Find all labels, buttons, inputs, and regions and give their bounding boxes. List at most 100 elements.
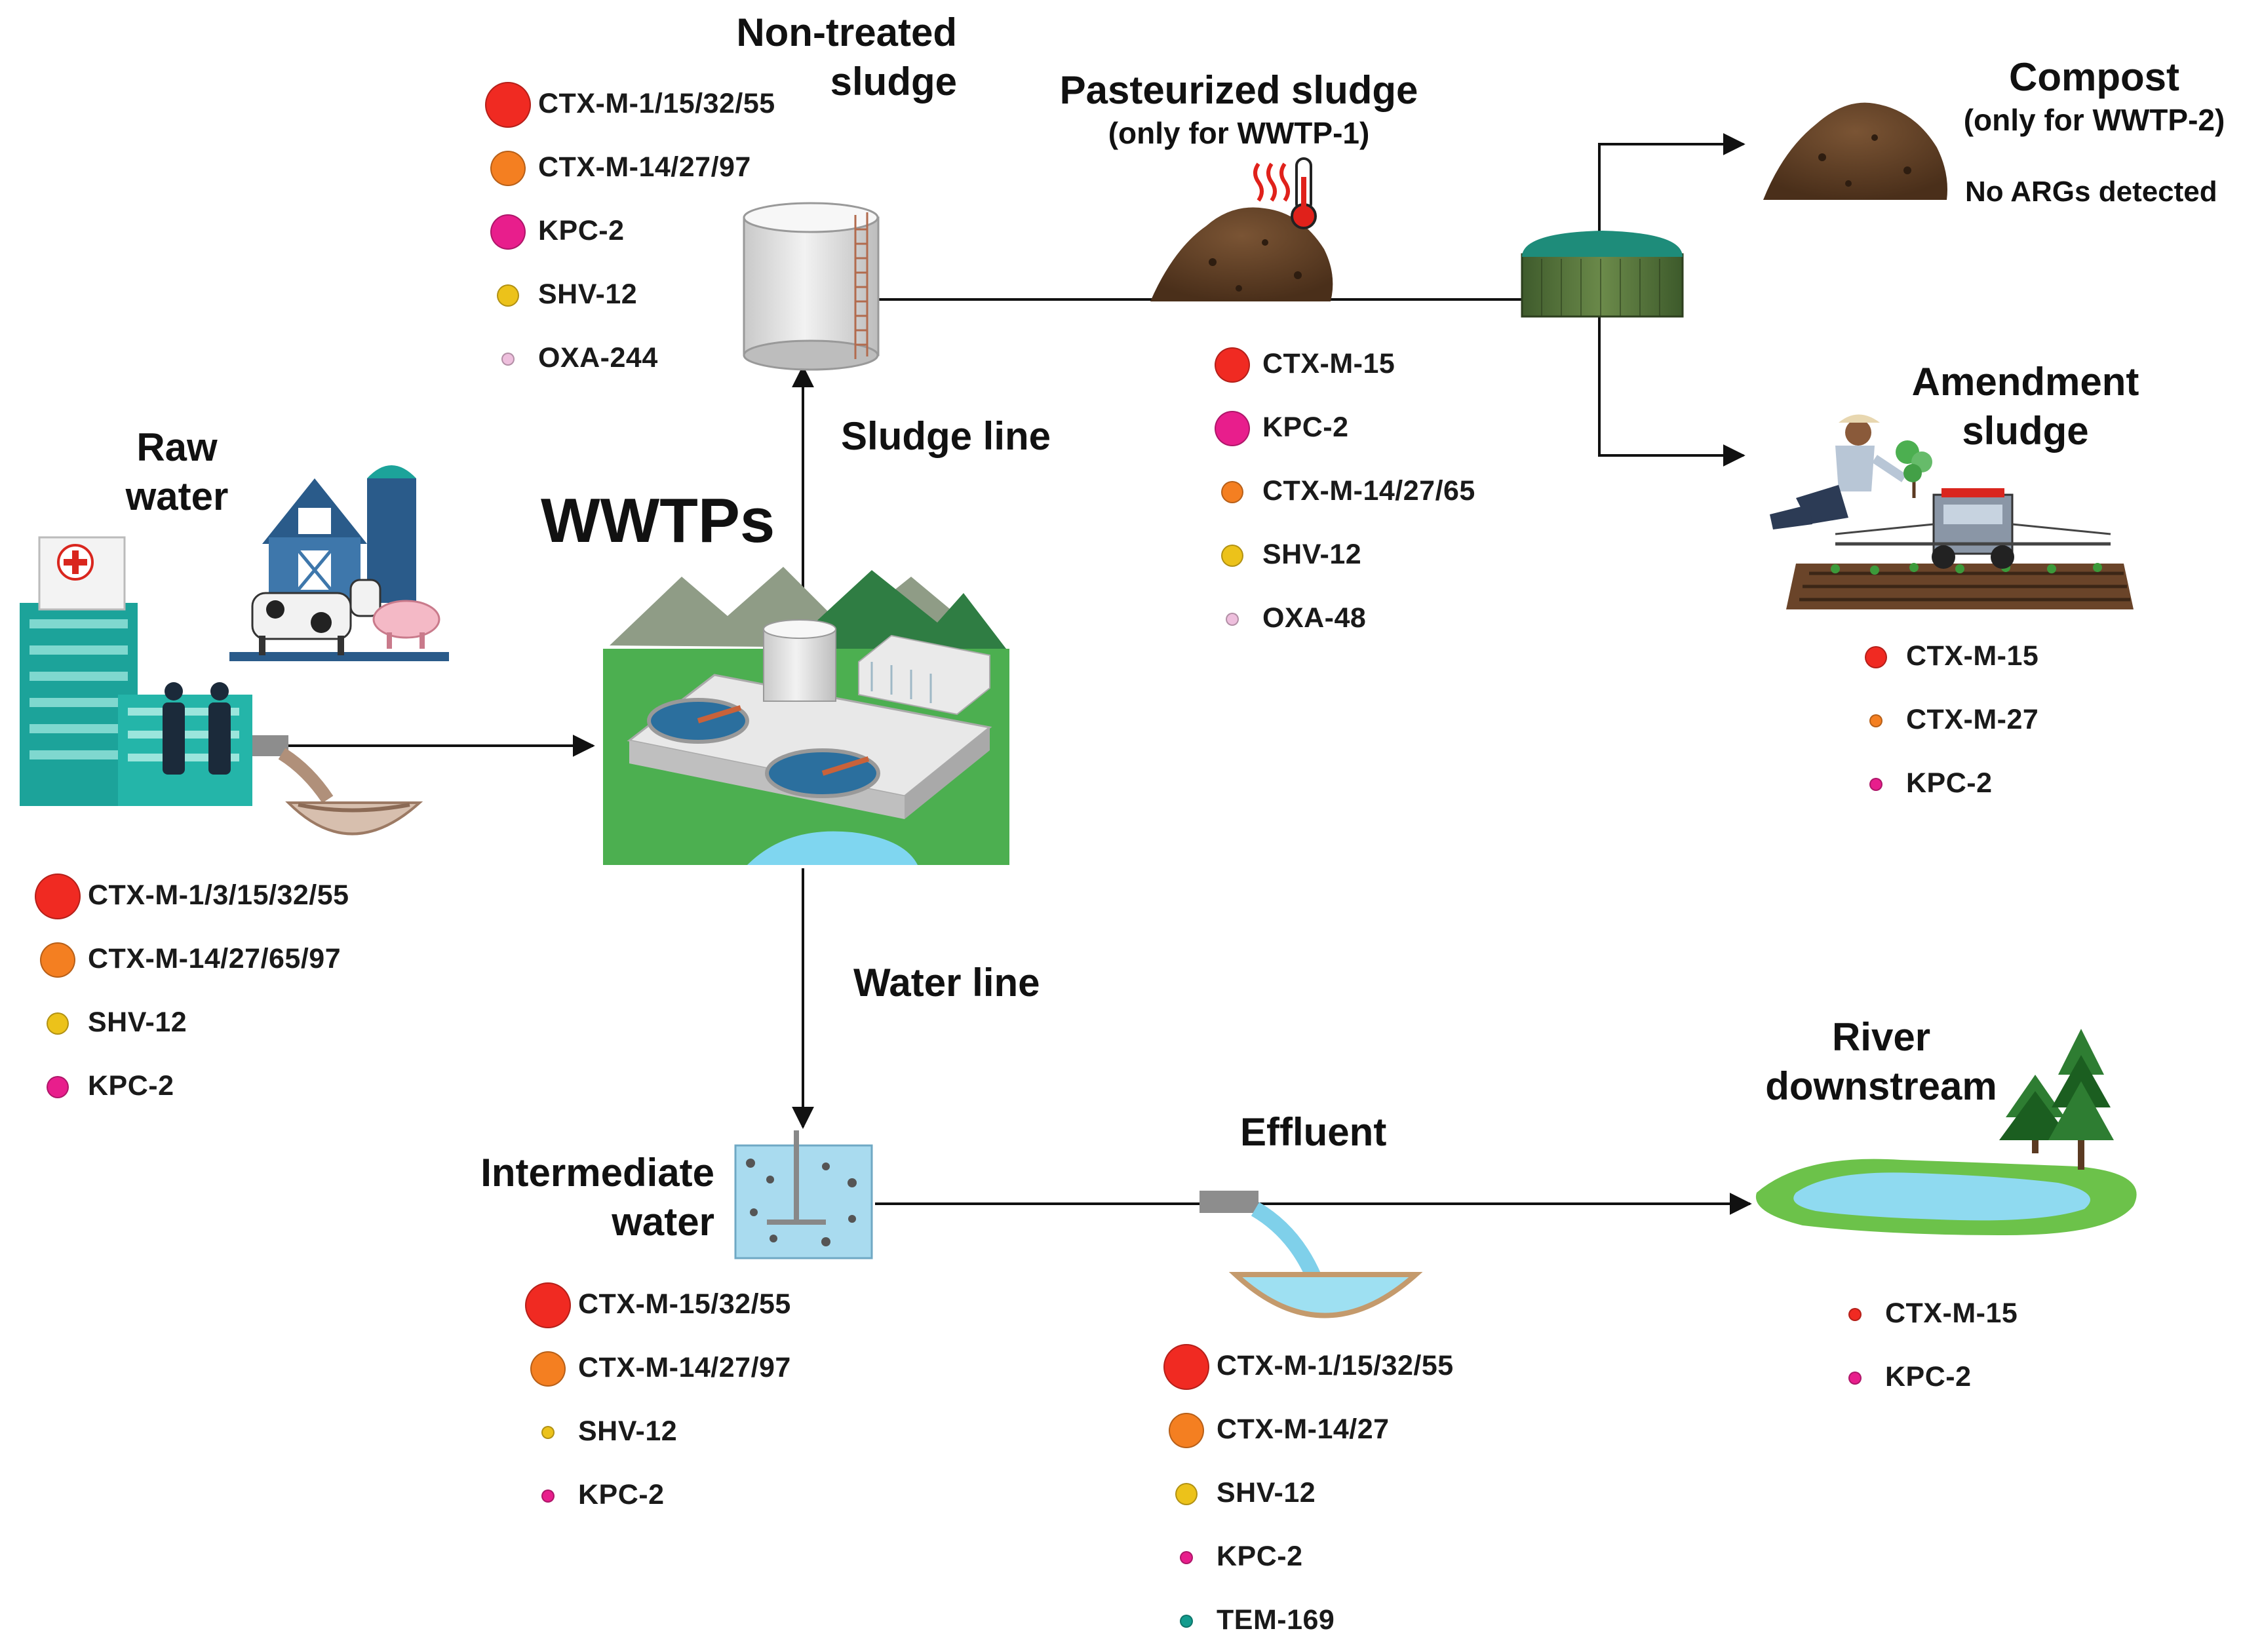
legend-item: SHV-12 [515, 1400, 791, 1463]
arg-label: KPC-2 [1885, 1361, 1972, 1393]
amendment-title-line1: Amendment [1911, 360, 2139, 404]
intermediate-title-line1: Intermediate [480, 1151, 714, 1195]
arg-dot [1180, 1551, 1193, 1564]
effluent-title: Effluent [1240, 1110, 1387, 1154]
arg-label: CTX-M-14/27 [1217, 1413, 1390, 1445]
legend-item: CTX-M-27 [1843, 688, 2038, 752]
arg-label: CTX-M-15 [1885, 1297, 2018, 1329]
legend-dot-slot [1154, 1334, 1217, 1398]
arg-label: CTX-M-27 [1906, 704, 2039, 735]
legend-item: TEM-169 [1154, 1588, 1454, 1652]
legend-item: KPC-2 [1154, 1525, 1454, 1588]
pasteurized-note: (only for WWTP-1) [1108, 116, 1370, 150]
arg-label: SHV-12 [1262, 539, 1362, 570]
arg-label: KPC-2 [578, 1479, 665, 1510]
arg-label: CTX-M-14/27/97 [578, 1352, 791, 1383]
arg-dot [1180, 1615, 1193, 1628]
legend-dot-slot [25, 927, 88, 991]
arg-label: CTX-M-1/3/15/32/55 [88, 879, 349, 911]
legend-item: CTX-M-14/27 [1154, 1398, 1454, 1461]
arg-dot [35, 874, 81, 919]
legend-dot-slot [1843, 688, 1906, 752]
arg-dot [1221, 545, 1243, 567]
legend-dot-slot [1200, 459, 1262, 523]
legend-dot-slot [475, 72, 538, 136]
pasteurized-sludge-pile-icon [1150, 207, 1333, 301]
pasteurized-sludge-title: Pasteurized sludge (only for WWTP-1) [1042, 66, 1435, 153]
arg-dot [1848, 1308, 1862, 1321]
sludge-line-label: Sludge line [841, 414, 1051, 458]
legend-item: KPC-2 [25, 1054, 349, 1118]
legend-item: CTX-M-1/15/32/55 [1154, 1334, 1454, 1398]
arg-dot [1175, 1483, 1198, 1505]
legend-item: OXA-48 [1200, 586, 1475, 650]
arg-dot [485, 82, 531, 128]
raw-title-line2: water [125, 474, 229, 518]
water-line-label: Water line [853, 961, 1040, 1005]
legend-item: KPC-2 [515, 1463, 791, 1527]
legend-item: SHV-12 [475, 263, 775, 326]
arg-dot [1169, 1413, 1204, 1448]
arg-label: TEM-169 [1217, 1604, 1335, 1636]
legend-dot-slot [1154, 1461, 1217, 1525]
legend-item: CTX-M-14/27/65/97 [25, 927, 349, 991]
arg-label: KPC-2 [88, 1070, 174, 1102]
legend-dot-slot [25, 864, 88, 927]
legend-item: OXA-244 [475, 326, 775, 390]
arg-dot [1869, 714, 1882, 727]
compost-title-text: Compost [2009, 55, 2179, 99]
river-title-line1: River [1831, 1015, 1931, 1059]
pine-trees-icon [1999, 1029, 2114, 1170]
legend-dot-slot [1822, 1282, 1885, 1345]
arg-label: SHV-12 [538, 279, 638, 310]
arg-dot [501, 353, 515, 366]
legend-dot-slot [1154, 1525, 1217, 1588]
farm-animals-icon [251, 579, 440, 655]
arg-label: SHV-12 [578, 1415, 678, 1447]
non-treated-sludge-title: Non-treated sludge [708, 8, 957, 106]
arg-dot [1163, 1344, 1209, 1390]
compost-pile-icon [1763, 102, 1947, 200]
legend-dot-slot [515, 1273, 578, 1336]
arg-label: KPC-2 [538, 215, 625, 246]
compost-title: Compost (only for WWTP-2) [1940, 52, 2243, 140]
arg-dot [47, 1076, 69, 1098]
arg-dot [490, 151, 526, 186]
legend-item: CTX-M-14/27/97 [515, 1336, 791, 1400]
legend-dot-slot [475, 263, 538, 326]
arrow-to-amendment [1598, 299, 1746, 467]
heat-thermometer-icon [1253, 157, 1317, 229]
wwtps-title: WWTPs [541, 486, 775, 556]
sludge-tank-icon [743, 202, 880, 371]
effluent-outflow-icon [1200, 1191, 1423, 1318]
sewage-pipe-icon [252, 735, 423, 836]
legend-item: SHV-12 [1154, 1461, 1454, 1525]
legend-dot-slot [475, 199, 538, 263]
legend-item: CTX-M-1/3/15/32/55 [25, 864, 349, 927]
arg-label: CTX-M-14/27/65 [1262, 475, 1475, 507]
arg-label: CTX-M-15 [1906, 640, 2039, 672]
arg-label: CTX-M-15/32/55 [578, 1288, 791, 1320]
arg-label: CTX-M-15 [1262, 348, 1395, 379]
legend-dot-slot [515, 1400, 578, 1463]
arg-label: KPC-2 [1906, 767, 1993, 799]
arg-dot [1848, 1372, 1862, 1385]
legend-dot-slot [1200, 332, 1262, 396]
arg-dot [490, 214, 526, 250]
arg-dot [47, 1012, 69, 1035]
legend-dot-slot [515, 1336, 578, 1400]
arg-dot [541, 1489, 555, 1503]
legend-item: CTX-M-15 [1822, 1282, 2018, 1345]
legend-dot-slot [1822, 1345, 1885, 1409]
legend-dot-slot [1843, 624, 1906, 688]
river-downstream-title: River downstream [1744, 1012, 2019, 1111]
barn-icon [229, 465, 449, 661]
arg-dot [1215, 347, 1250, 383]
legend-item: KPC-2 [1822, 1345, 2018, 1409]
